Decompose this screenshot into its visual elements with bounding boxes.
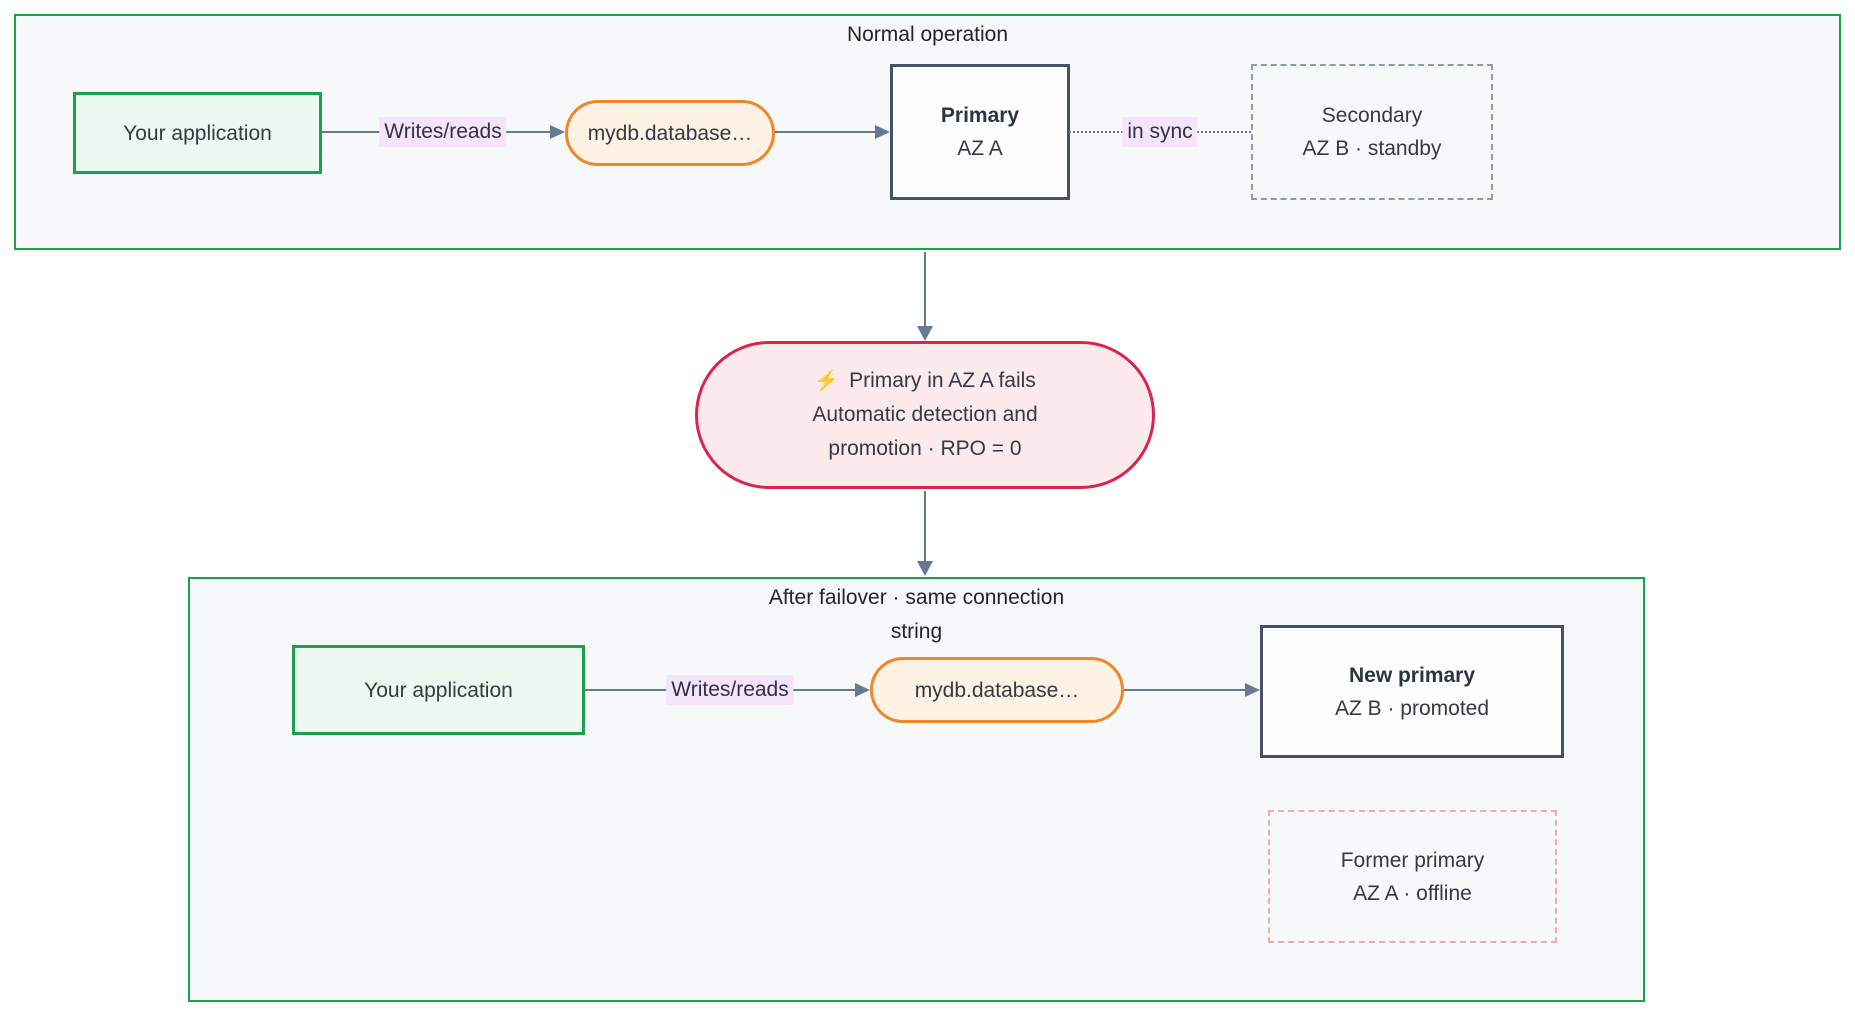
event-line-1-text: Primary in AZ A fails bbox=[849, 369, 1036, 392]
section-title-line-2: string bbox=[890, 620, 943, 643]
edge-label-writes-reads: Writes/reads bbox=[379, 117, 507, 147]
new-primary-node: New primary AZ B · promoted bbox=[1260, 625, 1564, 758]
failover-event-node: ⚡ Primary in AZ A fails Automatic detecti… bbox=[695, 341, 1155, 489]
dns-endpoint-label: mydb.database… bbox=[587, 121, 753, 145]
former-primary-node: Former primary AZ A · offline bbox=[1268, 810, 1557, 943]
dns-endpoint-node: mydb.database… bbox=[870, 657, 1124, 723]
dns-endpoint-node: mydb.database… bbox=[565, 100, 775, 166]
lightning-icon: ⚡ bbox=[814, 370, 840, 392]
primary-title: Primary bbox=[940, 104, 1020, 127]
application-node: Your application bbox=[73, 92, 322, 174]
arrowhead-icon bbox=[875, 125, 890, 139]
edge-normal-to-event bbox=[924, 252, 926, 328]
former-primary-subtitle: AZ A · offline bbox=[1353, 881, 1472, 905]
event-line-2: Automatic detection and bbox=[812, 403, 1038, 426]
edge-endpoint-to-new-primary bbox=[1124, 689, 1245, 691]
secondary-title: Secondary bbox=[1321, 104, 1423, 127]
edge-label-writes-reads: Writes/reads bbox=[666, 675, 794, 705]
arrowhead-icon bbox=[1245, 683, 1260, 697]
section-title-line-1: After failover · same connection bbox=[768, 586, 1065, 609]
secondary-subtitle: AZ B · standby bbox=[1302, 137, 1442, 160]
edge-label-in-sync: in sync bbox=[1122, 117, 1198, 147]
arrowhead-icon bbox=[550, 125, 565, 139]
application-label: Your application bbox=[364, 678, 513, 702]
event-line-1: ⚡ Primary in AZ A fails bbox=[814, 364, 1036, 398]
arrowhead-icon bbox=[855, 683, 870, 697]
edge-event-to-after bbox=[924, 491, 926, 561]
former-primary-title: Former primary bbox=[1340, 848, 1485, 872]
application-label: Your application bbox=[123, 121, 272, 145]
secondary-standby-node: Secondary AZ B · standby bbox=[1251, 64, 1493, 200]
new-primary-title: New primary bbox=[1348, 663, 1476, 687]
primary-node: Primary AZ A bbox=[890, 64, 1070, 200]
application-node: Your application bbox=[292, 645, 585, 735]
dns-endpoint-label: mydb.database… bbox=[914, 678, 1080, 702]
primary-subtitle: AZ A bbox=[957, 137, 1003, 160]
event-line-3: promotion · RPO = 0 bbox=[828, 437, 1022, 460]
section-title: Normal operation bbox=[846, 23, 1009, 46]
edge-endpoint-to-primary bbox=[775, 131, 883, 133]
new-primary-subtitle: AZ B · promoted bbox=[1334, 696, 1490, 720]
arrowhead-icon bbox=[917, 561, 933, 576]
arrowhead-icon bbox=[917, 326, 933, 341]
